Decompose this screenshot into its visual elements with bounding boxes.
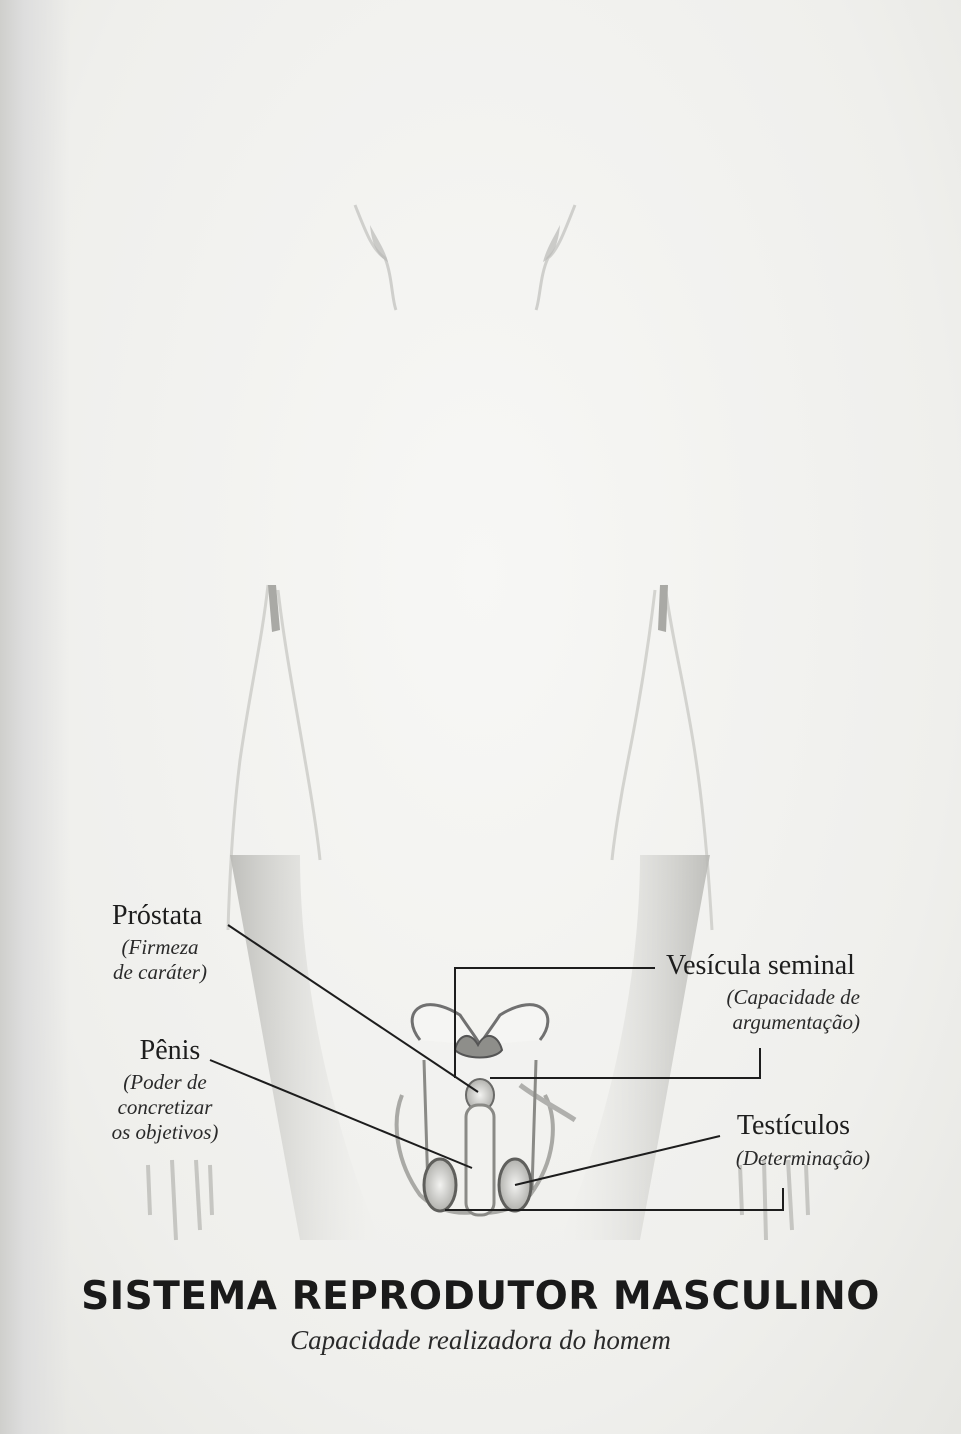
neck-shadow bbox=[370, 225, 560, 262]
prostata-note-line-1: (Firmeza bbox=[100, 935, 220, 960]
vesicula-note: (Capacidade de argumentação) bbox=[670, 985, 860, 1035]
vesicula-note-line-1: (Capacidade de bbox=[670, 985, 860, 1010]
penis-note-line-3: os objetivos) bbox=[95, 1120, 235, 1145]
prostata-note: (Firmeza de caráter) bbox=[100, 935, 220, 985]
vesicula-label: Vesícula seminal bbox=[666, 950, 855, 982]
right-hand bbox=[740, 1160, 808, 1240]
reproductive-organs bbox=[412, 1005, 548, 1215]
torso-outline bbox=[228, 585, 712, 930]
penis-note-line-1: (Poder de bbox=[95, 1070, 235, 1095]
prostata-note-line-2: de caráter) bbox=[100, 960, 220, 985]
vesicula-name: Vesícula seminal bbox=[666, 950, 855, 982]
prostata-label: Próstata bbox=[112, 900, 202, 932]
vesicula-note-line-2: argumentação) bbox=[670, 1010, 860, 1035]
testiculos-name: Testículos bbox=[690, 1110, 850, 1142]
left-hand bbox=[148, 1160, 212, 1240]
penis-note-line-2: concretizar bbox=[95, 1095, 235, 1120]
penis-note: (Poder de concretizar os objetivos) bbox=[95, 1070, 235, 1145]
testiculos-label: Testículos bbox=[690, 1110, 850, 1142]
penis-name: Pênis bbox=[105, 1035, 235, 1067]
testiculos-note-line-1: (Determinação) bbox=[680, 1146, 870, 1171]
penis-label: Pênis bbox=[105, 1035, 235, 1067]
neck-outline bbox=[355, 205, 575, 310]
armpit-shadow bbox=[268, 585, 668, 632]
page-title: SISTEMA REPRODUTOR MASCULINO bbox=[0, 1274, 961, 1319]
page-subtitle: Capacidade realizadora do homem bbox=[0, 1325, 961, 1356]
prostata-name: Próstata bbox=[112, 900, 202, 932]
testiculos-note: (Determinação) bbox=[680, 1146, 870, 1171]
